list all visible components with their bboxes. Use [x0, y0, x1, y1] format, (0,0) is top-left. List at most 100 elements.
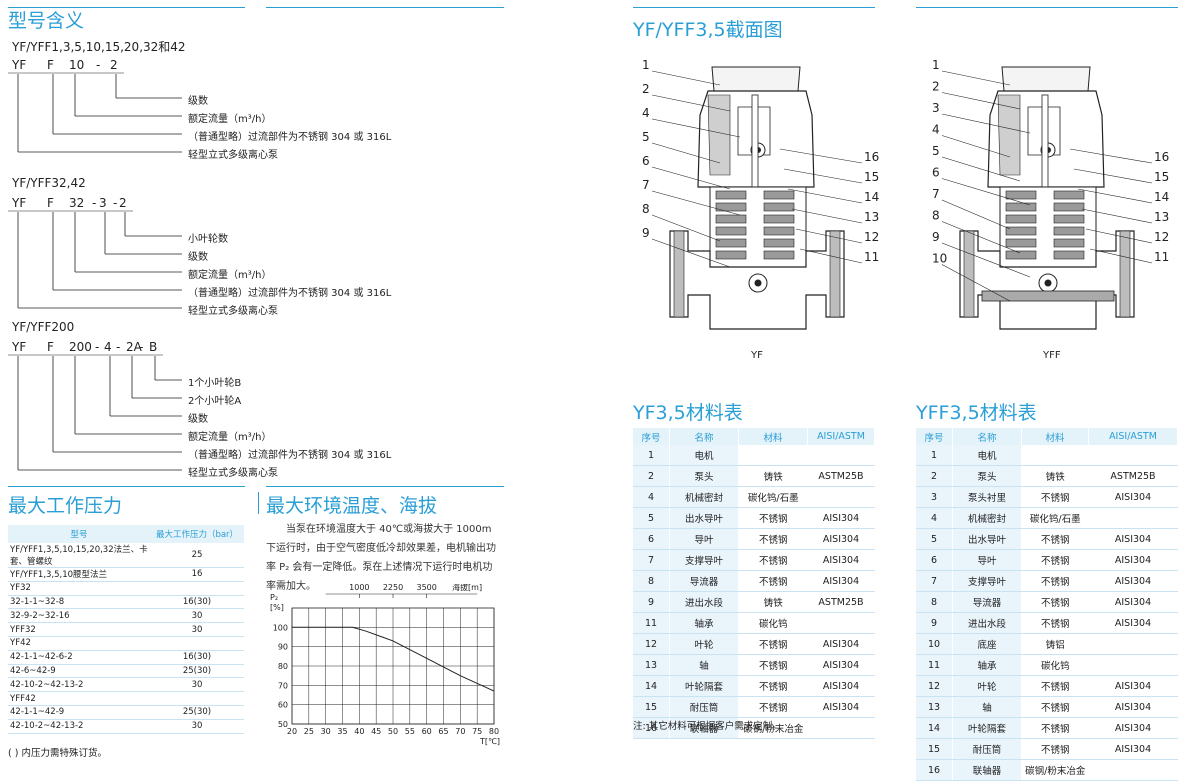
material-material-cell: 不锈钢 — [1021, 675, 1089, 697]
top-axis-label: 海拔[m] — [452, 584, 482, 592]
leader-line-left — [651, 142, 721, 164]
leader-line-left — [651, 190, 741, 216]
material-name-cell: 叶轮隔套 — [669, 675, 739, 697]
impeller-right — [763, 238, 795, 248]
material-material-cell: 不锈钢 — [1021, 528, 1089, 550]
flange-right — [829, 230, 841, 318]
part-label-left: 9 — [932, 230, 940, 244]
model-code-part: B — [149, 340, 158, 354]
material-name-cell: 泵头衬里 — [952, 486, 1022, 508]
pressure-model-cell: YF/YFF1,3,5,10,15,20,32法兰、卡套、管螺纹 — [8, 543, 150, 568]
material-name-cell: 出水导叶 — [952, 528, 1022, 550]
model-title: 型号含义 — [8, 10, 85, 32]
plot-frame — [291, 607, 495, 725]
model-description: 轻型立式多级离心泵 — [188, 150, 278, 161]
impeller-left — [715, 238, 747, 248]
material-no-cell: 11 — [916, 654, 953, 676]
impeller-right — [763, 226, 795, 236]
leader-line-left — [941, 135, 1011, 158]
impeller-left — [1005, 214, 1037, 224]
material-material-cell: 不锈钢 — [738, 570, 808, 592]
pressure-value-cell: 16(30) — [150, 650, 244, 665]
material-no-cell: 13 — [633, 654, 670, 676]
material-name-cell: 耐压筒 — [669, 696, 739, 718]
material-material-cell: 碳化钨 — [1021, 654, 1089, 676]
leader-line-right — [1089, 248, 1153, 264]
model-description: （普通型略）过流部件为不锈钢 304 或 316L — [188, 288, 392, 299]
leader-line-right — [791, 208, 863, 224]
material-material-cell: 不锈钢 — [1021, 738, 1089, 760]
model-description: 额定流量（m³/h） — [188, 114, 272, 125]
material-aisi-cell — [1088, 507, 1178, 529]
material-material-cell: 碳化钨/石墨 — [1021, 507, 1089, 529]
material-material-cell: 不锈钢 — [1021, 696, 1089, 718]
leader-line-left — [651, 70, 721, 86]
material-no-cell: 1 — [633, 445, 670, 466]
impeller-left — [715, 202, 747, 212]
pressure-value-cell: 30 — [150, 608, 244, 624]
material-name-cell: 轴 — [952, 696, 1022, 718]
material-aisi-cell — [1088, 654, 1178, 676]
impeller-right — [1053, 214, 1085, 224]
part-label-left: 7 — [932, 187, 940, 201]
leader-line-right — [779, 148, 863, 164]
impeller-left — [1005, 250, 1037, 260]
yff-header-name: 名称 — [952, 428, 1022, 445]
impeller-right — [763, 202, 795, 212]
material-no-cell: 7 — [633, 549, 670, 571]
part-label-left: 4 — [932, 123, 940, 137]
leader-line-left — [651, 238, 731, 268]
material-aisi-cell: AISI304 — [1088, 591, 1178, 613]
material-aisi-cell — [807, 717, 875, 739]
yf-header-aisi: AISI/ASTM — [807, 428, 875, 445]
material-aisi-cell — [807, 445, 875, 466]
part-label-left: 1 — [932, 58, 940, 72]
material-no-cell: 1 — [916, 445, 953, 466]
material-no-cell: 15 — [916, 738, 953, 760]
material-name-cell: 轴 — [669, 654, 739, 676]
impeller-left — [1005, 226, 1037, 236]
material-aisi-cell: AISI304 — [1088, 675, 1178, 697]
part-label-left: 3 — [932, 101, 940, 115]
material-name-cell: 支撑导叶 — [952, 570, 1022, 592]
top-axis-tick-label: 3500 — [416, 584, 436, 592]
flange-right — [1119, 230, 1131, 318]
material-material-cell: 碳钢/粉末冶金 — [738, 717, 808, 739]
pressure-value-cell — [150, 691, 244, 706]
impeller-right — [1053, 250, 1085, 260]
model-code-part: 3 — [99, 196, 107, 210]
material-name-cell: 电机 — [952, 445, 1022, 466]
flange-left — [673, 230, 685, 318]
pressure-row: YF42 — [8, 636, 244, 651]
flange-left — [963, 230, 975, 318]
part-label-right: 12 — [864, 230, 879, 244]
part-label-right: 11 — [1154, 250, 1169, 264]
material-aisi-cell — [807, 486, 875, 508]
model-description: 2个小叶轮A — [188, 396, 242, 407]
material-no-cell: 9 — [916, 612, 953, 634]
material-no-cell: 6 — [633, 528, 670, 550]
model-description: 额定流量（m³/h） — [188, 432, 272, 443]
x-tick-label: 65 — [438, 727, 448, 736]
x-tick-label: 30 — [321, 727, 331, 736]
impeller-right — [1053, 202, 1085, 212]
model-group-heading: YF/YFF1,3,5,10,15,20,32和42 — [12, 40, 186, 54]
pressure-model-cell: 42-1-1~42-6-2 — [8, 650, 150, 665]
top-axis-tick-label: 2250 — [383, 584, 403, 592]
material-material-cell: 不锈钢 — [738, 549, 808, 571]
model-code-part: YF — [12, 196, 27, 210]
material-name-cell: 支撑导叶 — [669, 549, 739, 571]
pressure-value-cell: 16(30) — [150, 595, 244, 610]
yf-header-name: 名称 — [669, 428, 739, 445]
ambient-title: 最大环境温度、海拔 — [266, 495, 438, 517]
material-name-cell: 耐压筒 — [952, 738, 1022, 760]
